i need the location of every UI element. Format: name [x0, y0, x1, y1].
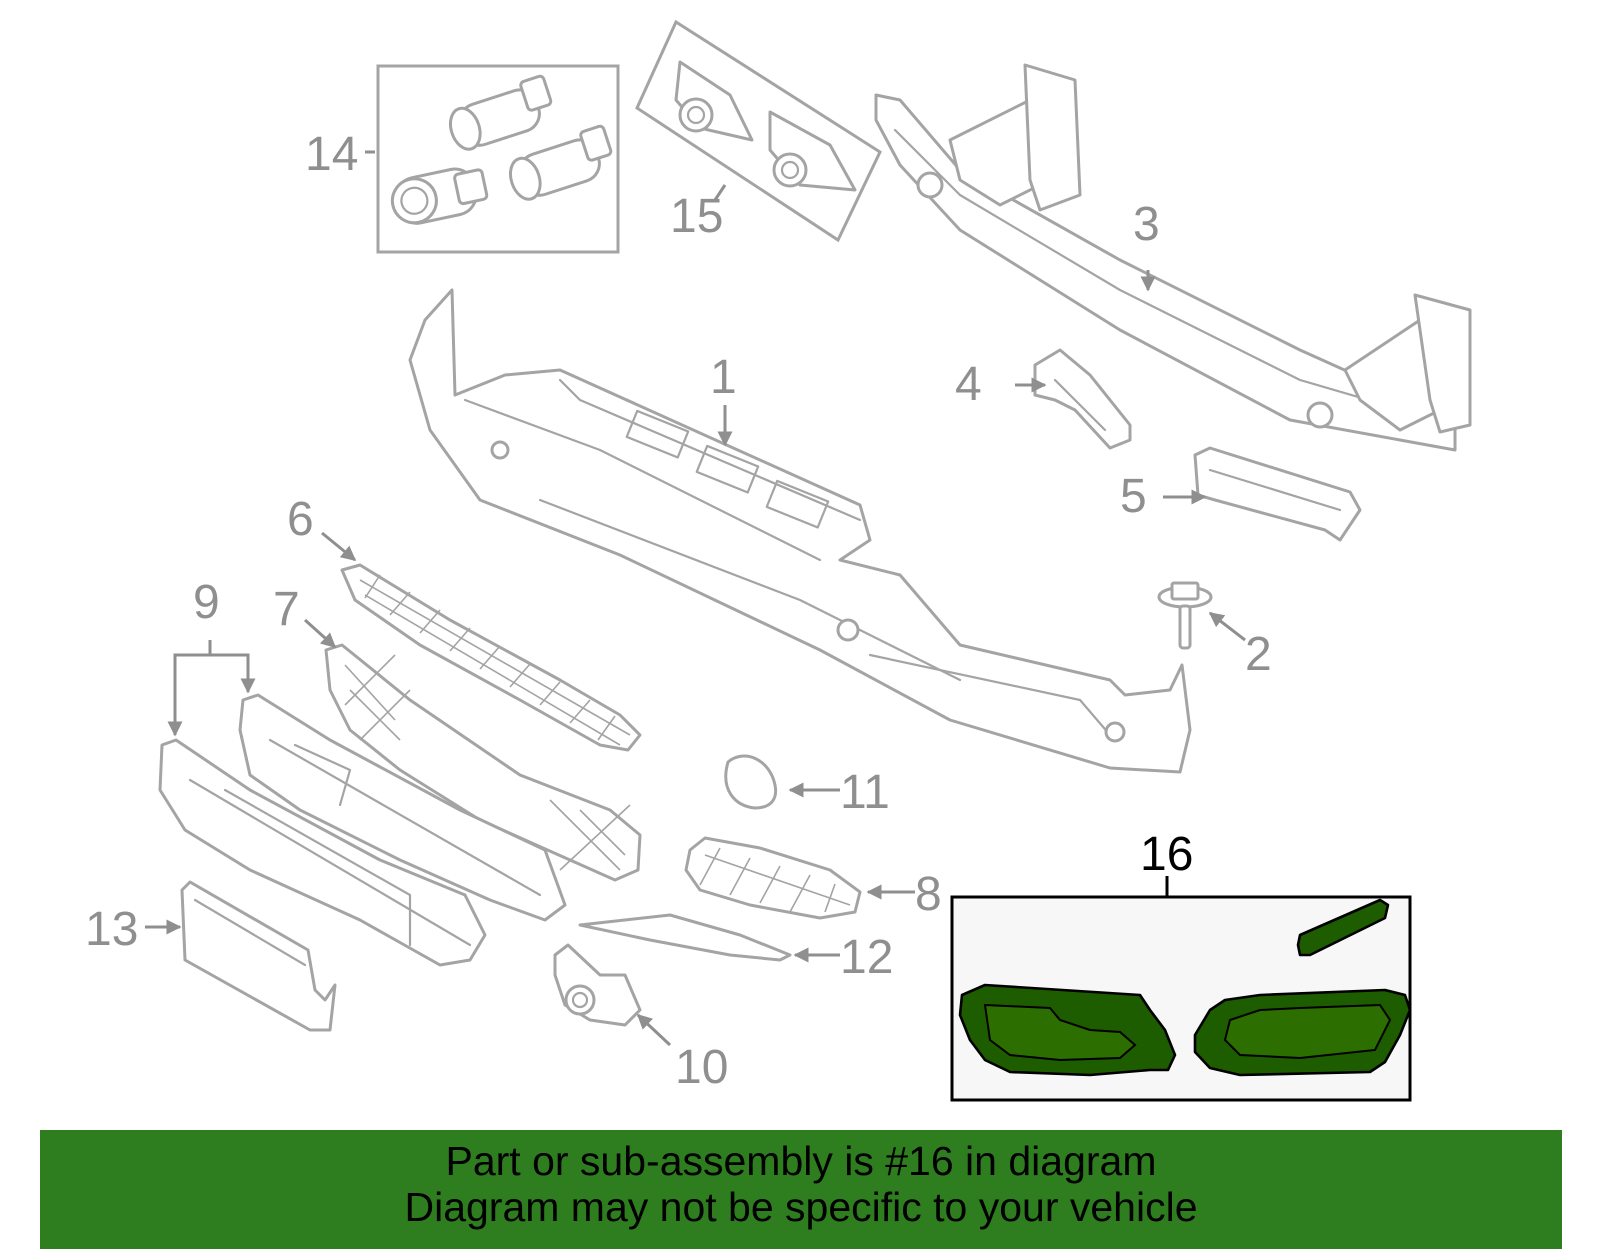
callout-10: 10: [675, 1041, 728, 1094]
part-12-trim-strip[interactable]: [578, 913, 792, 962]
callout-6: 6: [287, 493, 314, 546]
callout-4: 4: [955, 358, 982, 411]
callout-9: 9: [193, 576, 220, 629]
part-6-upper-grille[interactable]: [340, 563, 642, 752]
part-7-center-grille[interactable]: [324, 643, 642, 882]
part-3-impact-bar[interactable]: [874, 63, 1472, 452]
callout-8: 8: [915, 868, 942, 921]
banner-part-note: Part or sub-assembly is #16 in diagram: [445, 1138, 1157, 1184]
callout-3: 3: [1133, 198, 1160, 251]
part-2-bolt[interactable]: [1157, 581, 1213, 650]
callout-13: 13: [85, 903, 138, 956]
callout-15: 15: [670, 190, 723, 243]
leader-lines: [145, 150, 1246, 1047]
part-8-side-grille[interactable]: [684, 836, 862, 920]
callout-2: 2: [1245, 628, 1272, 681]
part-10-sensor-bracket[interactable]: [553, 943, 642, 1027]
callout-1: 1: [710, 351, 737, 404]
callout-12: 12: [840, 931, 893, 984]
callout-5: 5: [1120, 470, 1147, 523]
callout-16: 16: [1140, 828, 1193, 881]
banner-disclaimer: Diagram may not be specific to your vehi…: [404, 1184, 1198, 1230]
part-16-fog-lamp-bezels[interactable]: [950, 895, 1412, 1102]
part-1-bumper-cover[interactable]: [408, 288, 1192, 774]
info-banner: Part or sub-assembly is #16 in diagram D…: [40, 1130, 1562, 1249]
callout-14: 14: [305, 128, 358, 181]
callout-11: 11: [840, 766, 890, 819]
part-14-parking-sensors[interactable]: [376, 64, 620, 254]
part-4-bracket[interactable]: [1033, 348, 1132, 450]
callout-labels: 1 2 3 4 5 6 7 8 9 10 11 12 13 14 15 16: [85, 128, 1272, 1094]
part-13-license-plate-bracket[interactable]: [180, 880, 337, 1032]
part-9-lower-grilles[interactable]: [158, 693, 567, 967]
part-15-sensor-brackets[interactable]: [635, 19, 882, 243]
callout-7: 7: [273, 583, 300, 636]
part-5-guide[interactable]: [1193, 446, 1362, 542]
part-11-tow-hook-cover[interactable]: [724, 754, 778, 810]
